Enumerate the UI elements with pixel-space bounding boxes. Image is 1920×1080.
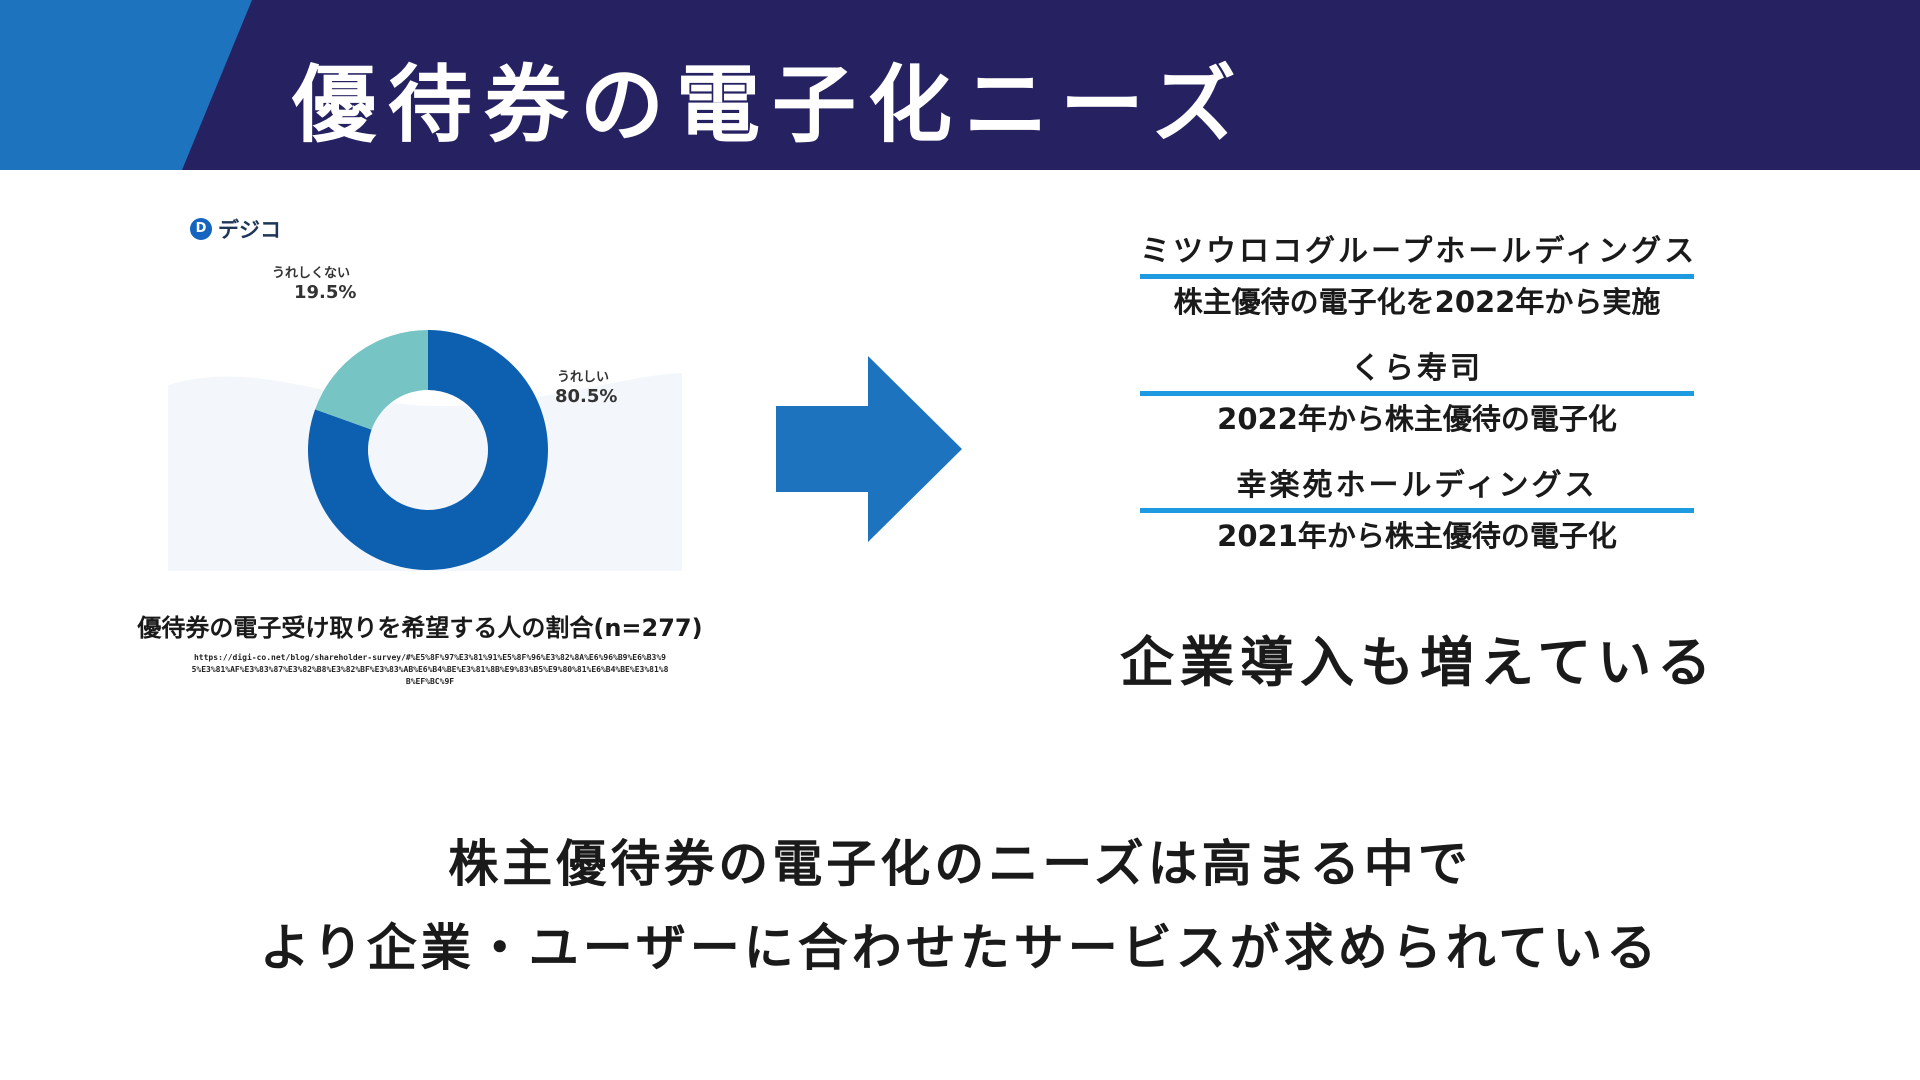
slice-label-unhappy: うれしくない: [272, 266, 351, 281]
slide-title: 優待券の電子化ニーズ: [292, 56, 1248, 154]
right-arrow-icon: [776, 356, 962, 542]
divider-line: [1140, 274, 1694, 279]
slice-value-happy: 80.5%: [555, 386, 618, 407]
company-name: 幸楽苑ホールディングス: [1236, 468, 1598, 503]
source-url: https://digi-co.net/blog/shareholder-sur…: [191, 653, 669, 686]
brand-logo: D デジコ: [190, 214, 281, 244]
brand-name: デジコ: [218, 218, 281, 242]
company-item: 幸楽苑ホールディングス 2021年から株主優待の電子化: [1140, 466, 1694, 583]
company-name: くら寿司: [1351, 351, 1483, 386]
company-name: ミツウロコグループホールディングス: [1140, 234, 1698, 269]
divider-line: [1140, 391, 1694, 396]
company-list: ミツウロコグループホールディングス 株主優待の電子化を2022年から実施 くら寿…: [1140, 232, 1694, 583]
donut-slice-happy: [308, 330, 548, 570]
brand-icon: D: [190, 218, 212, 240]
header-bar: 優待券の電子化ニーズ: [0, 0, 1920, 170]
chart-caption: 優待券の電子受け取りを希望する人の割合(n=277): [137, 614, 703, 642]
adoption-statement: 企業導入も増えている: [1120, 631, 1718, 694]
slice-value-unhappy: 19.5%: [294, 282, 357, 303]
company-description: 2021年から株主優待の電子化: [1217, 519, 1617, 553]
conclusion-line-1: 株主優待券の電子化のニーズは高まる中で: [448, 835, 1472, 893]
company-description: 株主優待の電子化を2022年から実施: [1173, 285, 1661, 319]
donut-slice-unhappy: [315, 330, 428, 430]
header-accent: [0, 0, 252, 170]
conclusion-text: 株主優待券の電子化のニーズは高まる中で より企業・ユーザーに合わせたサービスが求…: [0, 822, 1920, 990]
donut-chart: [308, 330, 548, 570]
slice-label-happy: うれしい: [557, 370, 610, 385]
company-item: くら寿司 2022年から株主優待の電子化: [1140, 349, 1694, 466]
divider-line: [1140, 508, 1694, 513]
conclusion-line-2: より企業・ユーザーに合わせたサービスが求められている: [259, 919, 1661, 977]
chart-background: [168, 373, 682, 571]
company-item: ミツウロコグループホールディングス 株主優待の電子化を2022年から実施: [1140, 232, 1694, 349]
company-description: 2022年から株主優待の電子化: [1217, 402, 1617, 436]
